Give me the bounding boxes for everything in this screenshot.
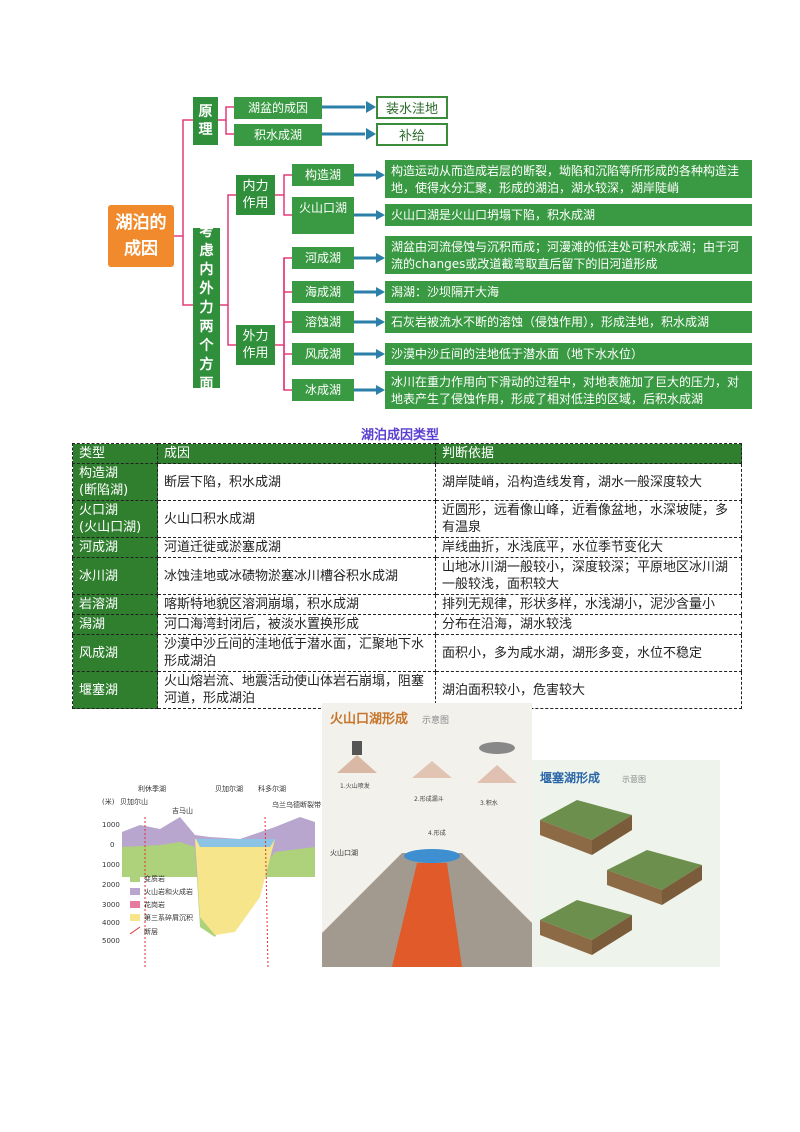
principle-node: 原理	[193, 97, 218, 145]
table-cell-type: 火口湖 (火山口湖)	[72, 500, 158, 538]
arrow-icon	[322, 101, 385, 395]
table-cell-type: 构造湖 (断陷湖)	[72, 463, 158, 501]
principle-result: 补给	[376, 123, 448, 146]
table-cell-cause: 沙漠中沙丘间的洼地低于潜水面，汇聚地下水形成湖泊	[157, 634, 436, 672]
section-label: 科多尔湖	[258, 784, 286, 793]
lake-desc: 冰川在重力作用向下滑动的过程中，对地表施加了巨大的压力，对地表产生了侵蚀作用，形…	[385, 371, 752, 409]
table-cell-basis: 排列无规律，形状多样，水浅湖小，泥沙含量小	[435, 594, 742, 615]
svg-text:0: 0	[110, 841, 114, 849]
svg-text:4.形成: 4.形成	[428, 829, 446, 837]
baikal-section-figure: 利休季湖 贝加尔湖 科多尔湖 贝加尔山 吉马山 乌兰乌德断裂带 (米) 1000…	[100, 777, 322, 967]
svg-text:1000: 1000	[102, 861, 120, 869]
svg-text:3000: 3000	[102, 901, 120, 909]
svg-text:2.形成漏斗: 2.形成漏斗	[414, 795, 444, 803]
table-cell-type: 堰塞湖	[72, 671, 158, 709]
lake-type: 溶蚀湖	[292, 311, 354, 333]
table-header: 成因	[157, 443, 436, 464]
volcano-title: 火山口湖形成	[330, 711, 408, 727]
lake-desc: 沙漠中沙丘间的洼地低于潜水面（地下水水位）	[385, 343, 752, 365]
svg-text:示意图: 示意图	[622, 774, 646, 784]
svg-text:变质岩: 变质岩	[144, 874, 165, 883]
table-header-row: 类型 成因 判断依据	[72, 443, 742, 464]
table-row: 潟湖河口海湾封闭后，被淡水置换形成分布在沿海，湖水较浅	[72, 614, 742, 635]
table-row: 构造湖 (断陷湖)断层下陷，积水成湖湖岸陡峭，沿构造线发育，湖水一般深度较大	[72, 463, 742, 501]
principle-item: 积水成湖	[234, 124, 322, 146]
svg-text:5000: 5000	[102, 937, 120, 945]
table-cell-basis: 湖岸陡峭，沿构造线发育，湖水一般深度较大	[435, 463, 742, 501]
table-row: 风成湖沙漠中沙丘间的洼地低于潜水面，汇聚地下水形成湖泊面积小，多为咸水湖，湖形多…	[72, 634, 742, 672]
svg-text:火山岩和火成岩: 火山岩和火成岩	[144, 887, 193, 896]
table-cell-basis: 湖泊面积较小，危害较大	[435, 671, 742, 709]
table-cell-cause: 断层下陷，积水成湖	[157, 463, 436, 501]
table-cell-basis: 分布在沿海，湖水较浅	[435, 614, 742, 635]
lake-type: 风成湖	[292, 343, 354, 365]
table-cell-type: 河成湖	[72, 537, 158, 558]
table-cell-basis: 近圆形，远看像山峰，近看像盆地，水深坡陡，多有温泉	[435, 500, 742, 538]
internal-node: 内力作用	[236, 175, 275, 215]
table-cell-cause: 河道迁徙或淤塞成湖	[157, 537, 436, 558]
section-label: 贝加尔湖	[215, 784, 243, 793]
svg-text:第三系碎屑沉积: 第三系碎屑沉积	[144, 913, 193, 922]
lake-type: 海成湖	[292, 281, 354, 303]
table-cell-type: 潟湖	[72, 614, 158, 635]
table-cell-basis: 山地冰川湖一般较小，深度较深；平原地区冰川湖一般较浅，面积较大	[435, 557, 742, 595]
svg-text:1000: 1000	[102, 821, 120, 829]
section-label: 吉马山	[172, 806, 193, 815]
principle-result: 装水洼地	[376, 96, 448, 119]
table-row: 河成湖河道迁徙或淤塞成湖岸线曲折，水浅底平，水位季节变化大	[72, 537, 742, 558]
svg-text:4000: 4000	[102, 919, 120, 927]
table-row: 火口湖 (火山口湖)火山口积水成湖近圆形，远看像山峰，近看像盆地，水深坡陡，多有…	[72, 500, 742, 538]
svg-text:示意图: 示意图	[422, 714, 449, 726]
table-cell-type: 冰川湖	[72, 557, 158, 595]
lake-desc: 构造运动从而造成岩层的断裂，坳陷和沉陷等所形成的各种构造洼地，使得水分汇聚，形成…	[385, 160, 752, 198]
table-cell-cause: 喀斯特地貌区溶洞崩塌，积水成湖	[157, 594, 436, 615]
table-caption: 湖泊成因类型	[360, 428, 439, 443]
dammed-title: 堰塞湖形成	[540, 770, 600, 785]
lake-type-table: 类型 成因 判断依据 构造湖 (断陷湖)断层下陷，积水成湖湖岸陡峭，沿构造线发育…	[72, 443, 742, 709]
lake-desc: 火山口湖是火山口坍塌下陷，积水成湖	[385, 204, 752, 226]
lake-type: 火山口湖	[292, 197, 354, 234]
principle-item: 湖盆的成因	[234, 97, 322, 119]
mindmap-root: 湖泊的成因	[108, 205, 174, 267]
table-cell-cause: 冰蚀洼地或冰碛物淤塞冰川槽谷积水成湖	[157, 557, 436, 595]
table-cell-type: 风成湖	[72, 634, 158, 672]
lake-desc: 石灰岩被流水不断的溶蚀（侵蚀作用），形成洼地，积水成湖	[385, 311, 752, 333]
lake-type: 冰成湖	[292, 379, 354, 401]
section-label: 贝加尔山	[120, 797, 148, 806]
table-row: 冰川湖冰蚀洼地或冰碛物淤塞冰川槽谷积水成湖山地冰川湖一般较小，深度较深；平原地区…	[72, 557, 742, 595]
lake-type: 河成湖	[292, 247, 354, 269]
table-row: 岩溶湖喀斯特地貌区溶洞崩塌，积水成湖排列无规律，形状多样，水浅湖小，泥沙含量小	[72, 594, 742, 615]
table-cell-cause: 火山口积水成湖	[157, 500, 436, 538]
table-header: 判断依据	[435, 443, 742, 464]
table-cell-cause: 火山熔岩流、地震活动使山体岩石崩塌，阻塞河道，形成湖泊	[157, 671, 436, 709]
axis-unit: (米)	[102, 797, 115, 806]
dammed-lake-figure: 堰塞湖形成 示意图	[532, 760, 720, 967]
svg-text:1.火山喷发: 1.火山喷发	[340, 782, 370, 790]
lake-desc: 湖盆由河流侵蚀与沉积而成；河漫滩的低洼处可积水成湖；由于河流的changes或改…	[385, 236, 752, 274]
table-row: 堰塞湖火山熔岩流、地震活动使山体岩石崩塌，阻塞河道，形成湖泊湖泊面积较小，危害较…	[72, 671, 742, 709]
table-cell-cause: 河口海湾封闭后，被淡水置换形成	[157, 614, 436, 635]
mindmap-connectors	[174, 101, 385, 395]
table-cell-basis: 岸线曲折，水浅底平，水位季节变化大	[435, 537, 742, 558]
svg-text:花岗岩: 花岗岩	[144, 900, 165, 909]
svg-text:火山口湖: 火山口湖	[330, 848, 358, 857]
forces-node: 考虑内外力两个方面	[193, 224, 220, 392]
lake-type: 构造湖	[292, 164, 354, 186]
svg-text:3.积水: 3.积水	[480, 799, 498, 807]
external-node: 外力作用	[236, 325, 275, 365]
table-cell-type: 岩溶湖	[72, 594, 158, 615]
table-cell-basis: 面积小，多为咸水湖，湖形多变，水位不稳定	[435, 634, 742, 672]
section-label: 利休季湖	[138, 784, 166, 793]
svg-text:断层: 断层	[144, 927, 158, 936]
lake-desc: 潟湖：沙坝隔开大海	[385, 281, 752, 303]
volcano-lake-figure: 火山口湖形成 示意图 1.火山喷发 2.形成漏斗 3.积水 4.形成 火山口湖	[322, 703, 532, 967]
svg-text:2000: 2000	[102, 881, 120, 889]
table-header: 类型	[72, 443, 158, 464]
section-label: 乌兰乌德断裂带	[272, 800, 321, 809]
